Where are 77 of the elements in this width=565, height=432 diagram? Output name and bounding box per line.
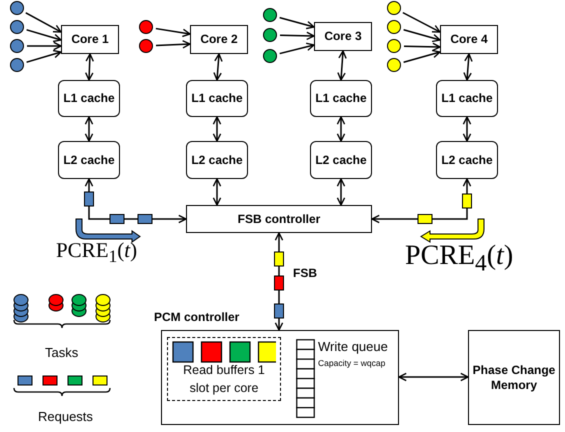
box-label: FSB controller (236, 212, 322, 226)
buffer-label: Read buffers 1 slot per core (182, 362, 266, 397)
task-circle (263, 49, 277, 63)
arrow (462, 116, 472, 142)
task-circle (10, 1, 24, 15)
task-circle (263, 8, 277, 22)
arrow (25, 12, 62, 33)
arrow (337, 50, 347, 81)
task-circle (387, 20, 401, 34)
arrow (213, 53, 223, 81)
task-circle (10, 20, 24, 34)
cache-box (436, 80, 498, 117)
box-label: Core 3 (323, 29, 363, 44)
box-heading: PCM controller (154, 310, 240, 325)
arrow (26, 29, 62, 42)
box-label: Core 1 (70, 32, 110, 47)
arrow (336, 178, 346, 206)
core-box (190, 25, 248, 54)
memory-box (468, 330, 560, 425)
buffer-group (167, 337, 281, 401)
task-circle (387, 58, 401, 72)
task-circle (139, 39, 153, 53)
arrow (279, 16, 315, 30)
box-label: Core 4 (449, 32, 489, 47)
arrow (404, 42, 441, 52)
cache-box (436, 141, 498, 179)
core-box (61, 25, 119, 54)
box-label: Core 2 (199, 32, 239, 47)
arrow (280, 42, 315, 54)
arrow (84, 178, 187, 224)
arrow (84, 116, 94, 142)
arrow (336, 116, 346, 142)
arrow (398, 372, 469, 382)
arrow (26, 50, 62, 63)
queue-capacity: Capacity = wqcap (318, 358, 386, 368)
arrow (212, 116, 222, 142)
task-circle (139, 20, 153, 34)
task-circle (387, 1, 401, 15)
cache-box (186, 141, 248, 179)
arrow (27, 42, 62, 50)
task-circle (263, 28, 277, 42)
task-circle (10, 39, 24, 53)
box-label: L2 cache (314, 152, 368, 168)
arrow (280, 32, 315, 40)
arrow (212, 178, 222, 206)
box-label: L1 cache (62, 91, 116, 106)
arrow (371, 178, 472, 224)
arrow (274, 232, 284, 331)
rate-formula: PCRE$_{4}$(t) (405, 240, 514, 278)
box-label: L2 cache (440, 152, 494, 168)
cache-box (58, 80, 120, 117)
controller-box (186, 205, 372, 233)
box-label: L2 cache (62, 152, 116, 168)
arrow (156, 28, 191, 38)
box-label: Phase Change Memory (472, 362, 556, 392)
arrow (85, 53, 94, 81)
arrow (463, 53, 473, 81)
cache-box (58, 141, 120, 179)
core-box (314, 22, 372, 51)
queue-label: Write queue (318, 339, 388, 354)
box-label: L2 cache (190, 152, 244, 168)
task-circle (387, 39, 401, 53)
arrow (156, 40, 191, 49)
cache-box (310, 80, 372, 117)
arrow (403, 29, 441, 42)
box-label: L1 cache (314, 91, 368, 106)
cache-box (310, 141, 372, 179)
box-label: L1 cache (190, 91, 244, 106)
legend-label: Requests (38, 409, 93, 424)
core-box (440, 25, 498, 54)
arrow (403, 50, 441, 63)
legend-label: Tasks (45, 345, 78, 360)
task-circle (10, 58, 24, 72)
arrow (402, 12, 441, 33)
box-label: L1 cache (440, 91, 494, 106)
rate-formula: PCRE$_{1}$(t) (56, 238, 138, 268)
cache-box (186, 80, 248, 117)
